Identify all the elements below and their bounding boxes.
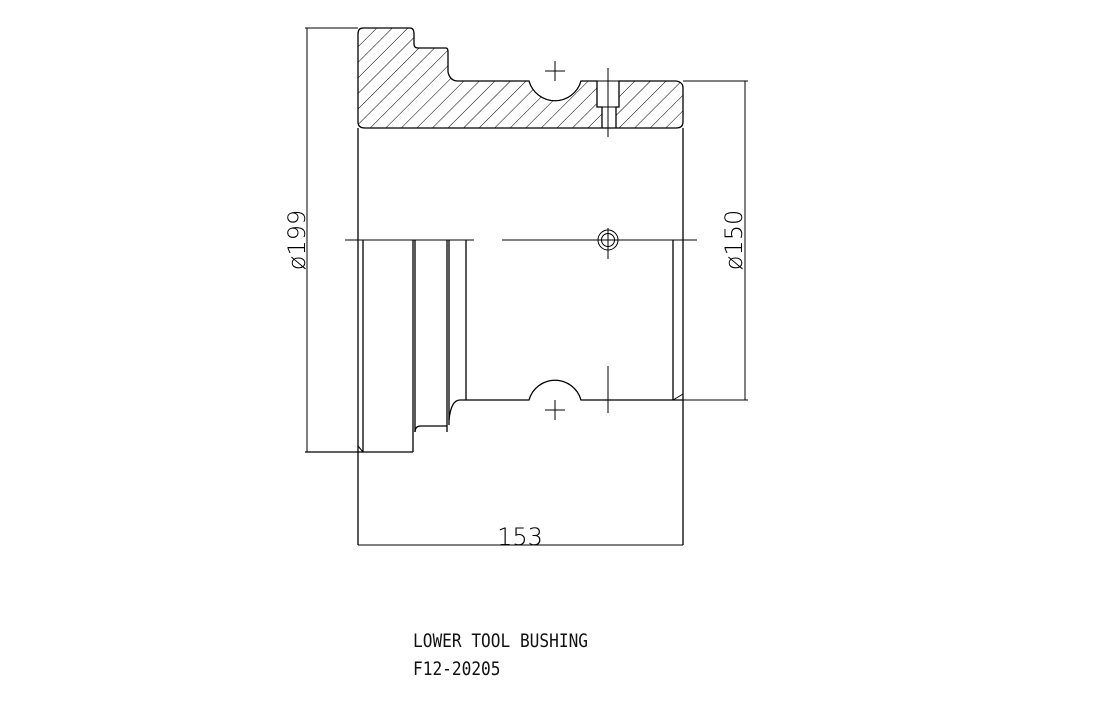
pin-hole bbox=[597, 228, 619, 259]
dimension-outer-diameter: ø199 bbox=[283, 27, 358, 452]
part-number: F12-20205 bbox=[413, 658, 501, 680]
length-label: 153 bbox=[497, 523, 543, 551]
dimension-length: 153 bbox=[358, 523, 683, 551]
outer-diameter-label: ø199 bbox=[283, 210, 311, 271]
drawing-title: LOWER TOOL BUSHING bbox=[413, 630, 589, 652]
center-mark-bottom bbox=[545, 400, 565, 420]
section-hatch bbox=[357, 27, 684, 129]
dimension-inner-diameter: ø150 bbox=[683, 80, 748, 401]
screw-hole-thread bbox=[601, 106, 617, 129]
center-mark-top bbox=[545, 61, 565, 81]
inner-diameter-label: ø150 bbox=[720, 210, 748, 271]
part-outline bbox=[305, 128, 697, 545]
